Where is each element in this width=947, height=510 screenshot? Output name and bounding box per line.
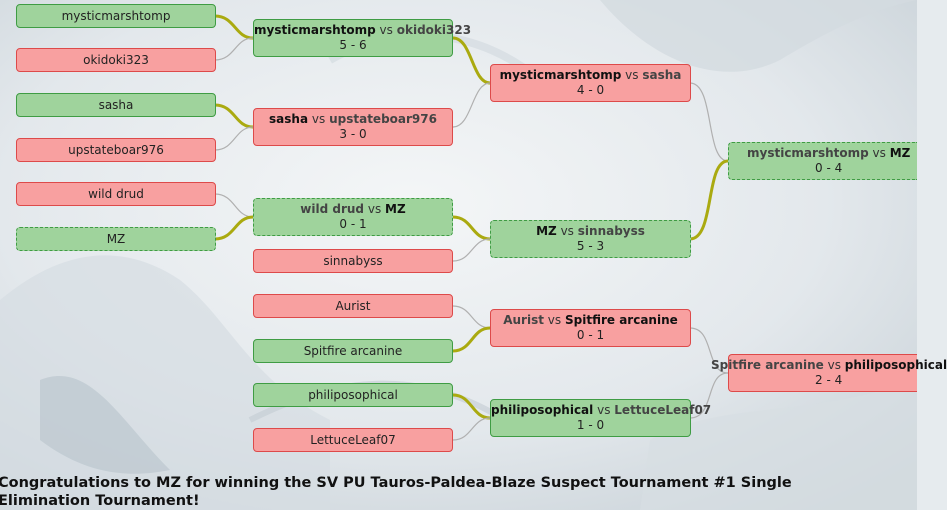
match-wild-drud-vs-mz: wild drud vs MZ 0 - 1 xyxy=(253,198,453,236)
match-mysticmarshtomp-vs-okidoki323: mysticmarshtomp vs okidoki323 5 - 6 xyxy=(253,19,471,57)
match-player2: MZ xyxy=(385,202,406,216)
match-player1: mysticmarshtomp xyxy=(499,68,622,82)
match-vs: vs xyxy=(827,358,841,372)
match-player2: LettuceLeaf07 xyxy=(614,403,712,417)
match-player1: Aurist xyxy=(503,313,544,327)
match-players: mysticmarshtomp vs sasha xyxy=(491,68,690,83)
match-players: mysticmarshtomp vs MZ xyxy=(729,146,917,161)
player-name: LettuceLeaf07 xyxy=(310,433,396,447)
match-players: MZ vs sinnabyss xyxy=(491,224,690,239)
player-sasha: sasha xyxy=(16,93,216,117)
match-player2: philiposophical xyxy=(844,358,947,372)
player-mz: MZ xyxy=(16,227,216,251)
match-players: wild drud vs MZ xyxy=(254,202,452,217)
match-player2: upstateboar976 xyxy=(329,112,437,126)
player-spitfire-arcanine: Spitfire arcanine xyxy=(253,339,453,363)
match-player1: mysticmarshtomp xyxy=(254,23,376,37)
match-mysticmarshtomp-vs-mz: mysticmarshtomp vs MZ 0 - 4 xyxy=(728,142,917,180)
player-wild-drud: wild drud xyxy=(16,182,216,206)
match-player2: MZ xyxy=(889,146,911,160)
match-vs: vs xyxy=(367,202,382,216)
match-player1: wild drud xyxy=(300,202,365,216)
match-vs: vs xyxy=(625,68,639,82)
match-score: 0 - 1 xyxy=(576,328,605,342)
player-lettuceleaf07: LettuceLeaf07 xyxy=(253,428,453,452)
player-aurist: Aurist xyxy=(253,294,453,318)
match-player2: Spitfire arcanine xyxy=(564,313,678,327)
player-name: sinnabyss xyxy=(323,254,383,268)
player-name: Spitfire arcanine xyxy=(303,344,403,358)
player-name: sasha xyxy=(98,98,134,112)
match-player2: sinnabyss xyxy=(577,224,645,238)
match-spitfire-arcanine-vs-philiposophical: Spitfire arcanine vs philiposophical 2 -… xyxy=(711,354,947,392)
match-vs: vs xyxy=(379,23,393,37)
match-players: philiposophical vs LettuceLeaf07 xyxy=(491,403,711,418)
match-score: 3 - 0 xyxy=(339,127,367,141)
match-score: 4 - 0 xyxy=(576,83,605,97)
match-score: 0 - 4 xyxy=(815,161,843,175)
match-player1: Spitfire arcanine xyxy=(711,358,824,372)
player-okidoki323: okidoki323 xyxy=(16,48,216,72)
player-name: Aurist xyxy=(335,299,371,313)
match-player2: okidoki323 xyxy=(396,23,472,37)
player-philiposophical: philiposophical xyxy=(253,383,453,407)
player-name: wild drud xyxy=(88,187,144,201)
player-name: upstateboar976 xyxy=(68,143,164,157)
match-player1: mysticmarshtomp xyxy=(747,146,869,160)
match-mz-vs-sinnabyss: MZ vs sinnabyss 5 - 3 xyxy=(490,220,691,258)
match-vs: vs xyxy=(560,224,574,238)
match-score: 5 - 3 xyxy=(576,239,605,253)
match-philiposophical-vs-lettuceleaf07: philiposophical vs LettuceLeaf07 1 - 0 xyxy=(490,399,711,437)
match-players: Spitfire arcanine vs philiposophical xyxy=(711,358,947,373)
match-score: 1 - 0 xyxy=(576,418,605,432)
match-aurist-vs-spitfire-arcanine: Aurist vs Spitfire arcanine 0 - 1 xyxy=(490,309,691,347)
match-score: 2 - 4 xyxy=(815,373,843,387)
winner-announcement: Congratulations to MZ for winning the SV… xyxy=(0,475,792,509)
player-name: MZ xyxy=(106,232,126,246)
match-players: Aurist vs Spitfire arcanine xyxy=(491,313,690,328)
match-vs: vs xyxy=(872,146,886,160)
player-name: philiposophical xyxy=(308,388,398,402)
match-players: mysticmarshtomp vs okidoki323 xyxy=(254,23,471,38)
match-player1: MZ xyxy=(536,224,557,238)
match-sasha-vs-upstateboar976: sasha vs upstateboar976 3 - 0 xyxy=(253,108,453,146)
match-player1: philiposophical xyxy=(491,403,594,417)
match-score: 0 - 1 xyxy=(339,217,367,231)
player-name: okidoki323 xyxy=(83,53,149,67)
match-mysticmarshtomp-vs-sasha: mysticmarshtomp vs sasha 4 - 0 xyxy=(490,64,691,102)
player-sinnabyss: sinnabyss xyxy=(253,249,453,273)
match-player1: sasha xyxy=(269,112,309,126)
match-players: sasha vs upstateboar976 xyxy=(254,112,452,127)
match-vs: vs xyxy=(311,112,326,126)
match-vs: vs xyxy=(597,403,611,417)
player-upstateboar976: upstateboar976 xyxy=(16,138,216,162)
player-name: mysticmarshtomp xyxy=(61,9,171,23)
background-artwork xyxy=(0,0,917,510)
match-score: 5 - 6 xyxy=(339,38,367,52)
match-vs: vs xyxy=(547,313,562,327)
match-player2: sasha xyxy=(642,68,682,82)
player-mysticmarshtomp: mysticmarshtomp xyxy=(16,4,216,28)
